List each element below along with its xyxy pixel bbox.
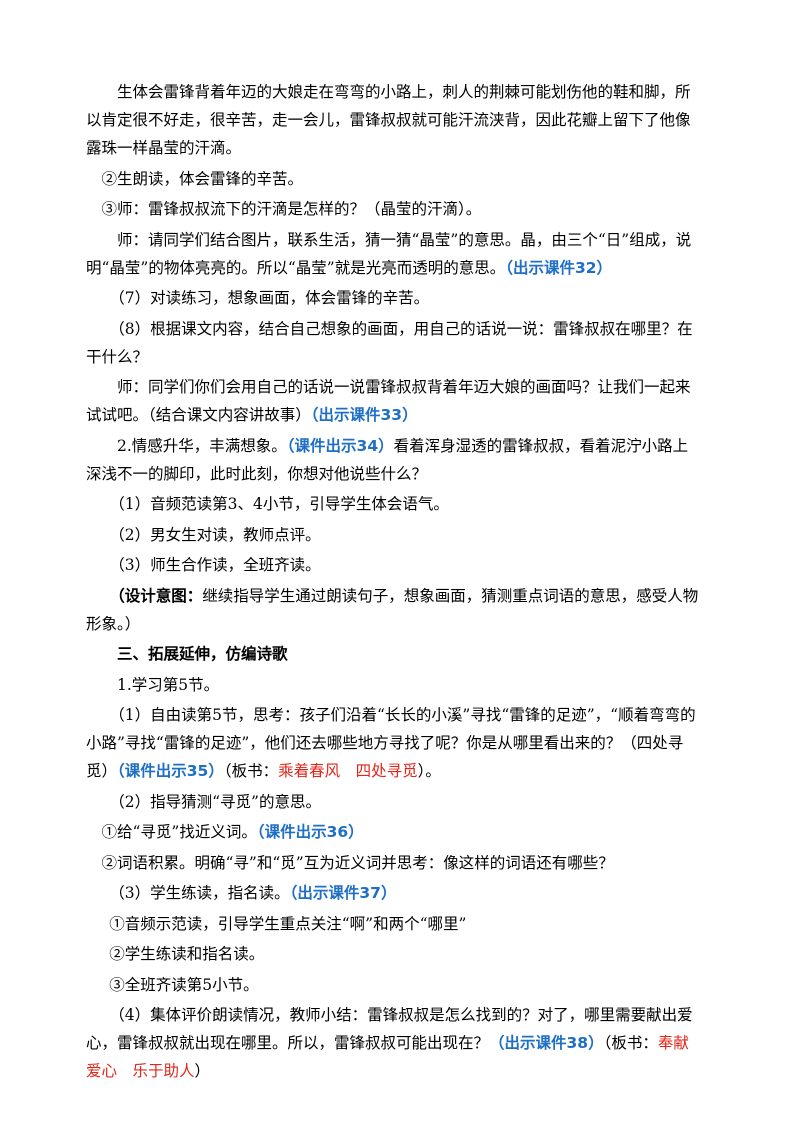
- paragraph-text: 2.情感升华，丰满想象。: [117, 436, 287, 455]
- paragraph-step: （7）对读练习，想象画面，体会雷锋的辛苦。: [109, 289, 430, 307]
- paragraph-step: （3）学生练读，指名读。（出示课件37）: [86, 879, 700, 907]
- paragraph-text: 看着浑身湿透的雷锋叔叔，看着泥泞小路上深浅不一的脚印，此时此刻，你想对他说些什么…: [86, 436, 689, 483]
- board-note: 乘着春风: [278, 762, 341, 780]
- courseware-ref: （出示课件32）: [505, 258, 613, 277]
- courseware-ref: （课件出示34）: [286, 436, 394, 455]
- paragraph-text: 师：请同学们结合图片，联系生活，猜一猜“晶莹”的意思。晶，由三个“日”组成，说明…: [86, 230, 692, 277]
- paragraph-text: ①给“寻觅”找近义词。: [101, 823, 257, 841]
- paragraph-teacher: 师：请同学们结合图片，联系生活，猜一猜“晶莹”的意思。晶，由三个“日”组成，说明…: [86, 226, 700, 282]
- paragraph-step: （2）指导猜测“寻觅”的意思。: [109, 792, 321, 811]
- board-note: 奉献爱心: [86, 1034, 689, 1080]
- paragraph-step: （8）根据课文内容，结合自己想象的画面，用自己的话说一说：雷锋叔叔在哪里？在干什…: [86, 319, 693, 366]
- paragraph-text: （3）学生练读，指名读。: [109, 884, 290, 902]
- design-intent-text: 继续指导学生通过朗读句子，想象画面，猜测重点词语的意思，感受人物形象。）: [86, 586, 699, 633]
- paragraph-step: ①给“寻觅”找近义词。（课件出示36）: [86, 818, 700, 846]
- paragraph-step: （4）集体评价朗读情况，教师小结：雷锋叔叔是怎么找到的？对了，哪里需要献出爱心，…: [86, 1001, 700, 1085]
- paragraph-step: ②学生练读和指名读。: [109, 945, 265, 963]
- paragraph-section: 1.学习第5节。: [117, 675, 220, 694]
- paragraph-body: 生体会雷锋背着年迈的大娘走在弯弯的小路上，刺人的荆棘可能划伤他的鞋和脚，所以肯定…: [86, 83, 691, 157]
- paragraph-step: ③全班齐读第5小节。: [109, 975, 259, 994]
- paragraph-text: （板书：: [603, 1034, 658, 1052]
- paragraph-text: （板书：: [223, 762, 279, 780]
- courseware-ref: （课件出示35）: [117, 762, 224, 780]
- paragraph-text: （1）自由读第5节，思考：孩子们沿着“长长的小溪”寻找“雷锋的足迹”，“顺着弯弯…: [86, 706, 696, 780]
- courseware-ref: （出示课件33）: [310, 406, 418, 424]
- paragraph-step: （1）音频范读第3、4小节，引导学生体会语气。: [109, 495, 449, 513]
- paragraph-section: 2.情感升华，丰满想象。（课件出示34）看着浑身湿透的雷锋叔叔，看着泥泞小路上深…: [86, 432, 700, 488]
- paragraph-step: ②生朗读，体会雷锋的辛苦。: [101, 169, 304, 188]
- paragraph-step: （1）自由读第5节，思考：孩子们沿着“长长的小溪”寻找“雷锋的足迹”，“顺着弯弯…: [86, 701, 700, 785]
- courseware-ref: （课件出示36）: [256, 823, 364, 841]
- board-note: 乐于助人: [132, 1062, 195, 1080]
- design-intent: （设计意图：继续指导学生通过朗读句子，想象画面，猜测重点词语的意思，感受人物形象…: [86, 582, 700, 638]
- paragraph-step: ③师：雷锋叔叔流下的汗滴是怎样的？（晶莹的汗滴）。: [101, 200, 482, 218]
- paragraph-step: ①音频示范读，引导学生重点关注“啊”和两个“哪里”: [109, 914, 467, 933]
- paragraph-step: ②词语积累。明确“寻”和“觅”互为近义词并思考：像这样的词语还有哪些？: [101, 853, 614, 872]
- paragraph-text: ）。: [417, 762, 441, 780]
- courseware-ref: （出示课件37）: [289, 884, 397, 902]
- paragraph-step: （3）师生合作读，全班齐读。: [109, 556, 321, 574]
- paragraph-teacher: 师：同学们你们会用自己的话说一说雷锋叔叔背着年迈大娘的画面吗？让我们一起来试试吧…: [86, 373, 700, 429]
- paragraph-text: ）: [194, 1062, 211, 1080]
- board-note: 四处寻觅: [355, 762, 418, 780]
- courseware-ref: （出示课件38）: [489, 1034, 604, 1052]
- paragraph-text: （4）集体评价朗读情况，教师小结：雷锋叔叔是怎么找到的？对了，哪里需要献出爱心，…: [86, 1006, 693, 1052]
- design-intent-label: （设计意图：: [109, 585, 203, 605]
- paragraph-text: 师：同学们你们会用自己的话说一说雷锋叔叔背着年迈大娘的画面吗？让我们一起来试试吧…: [86, 378, 691, 424]
- paragraph-step: （2）男女生对读，教师点评。: [109, 525, 321, 544]
- section-heading: 三、拓展延伸，仿编诗歌: [117, 644, 288, 663]
